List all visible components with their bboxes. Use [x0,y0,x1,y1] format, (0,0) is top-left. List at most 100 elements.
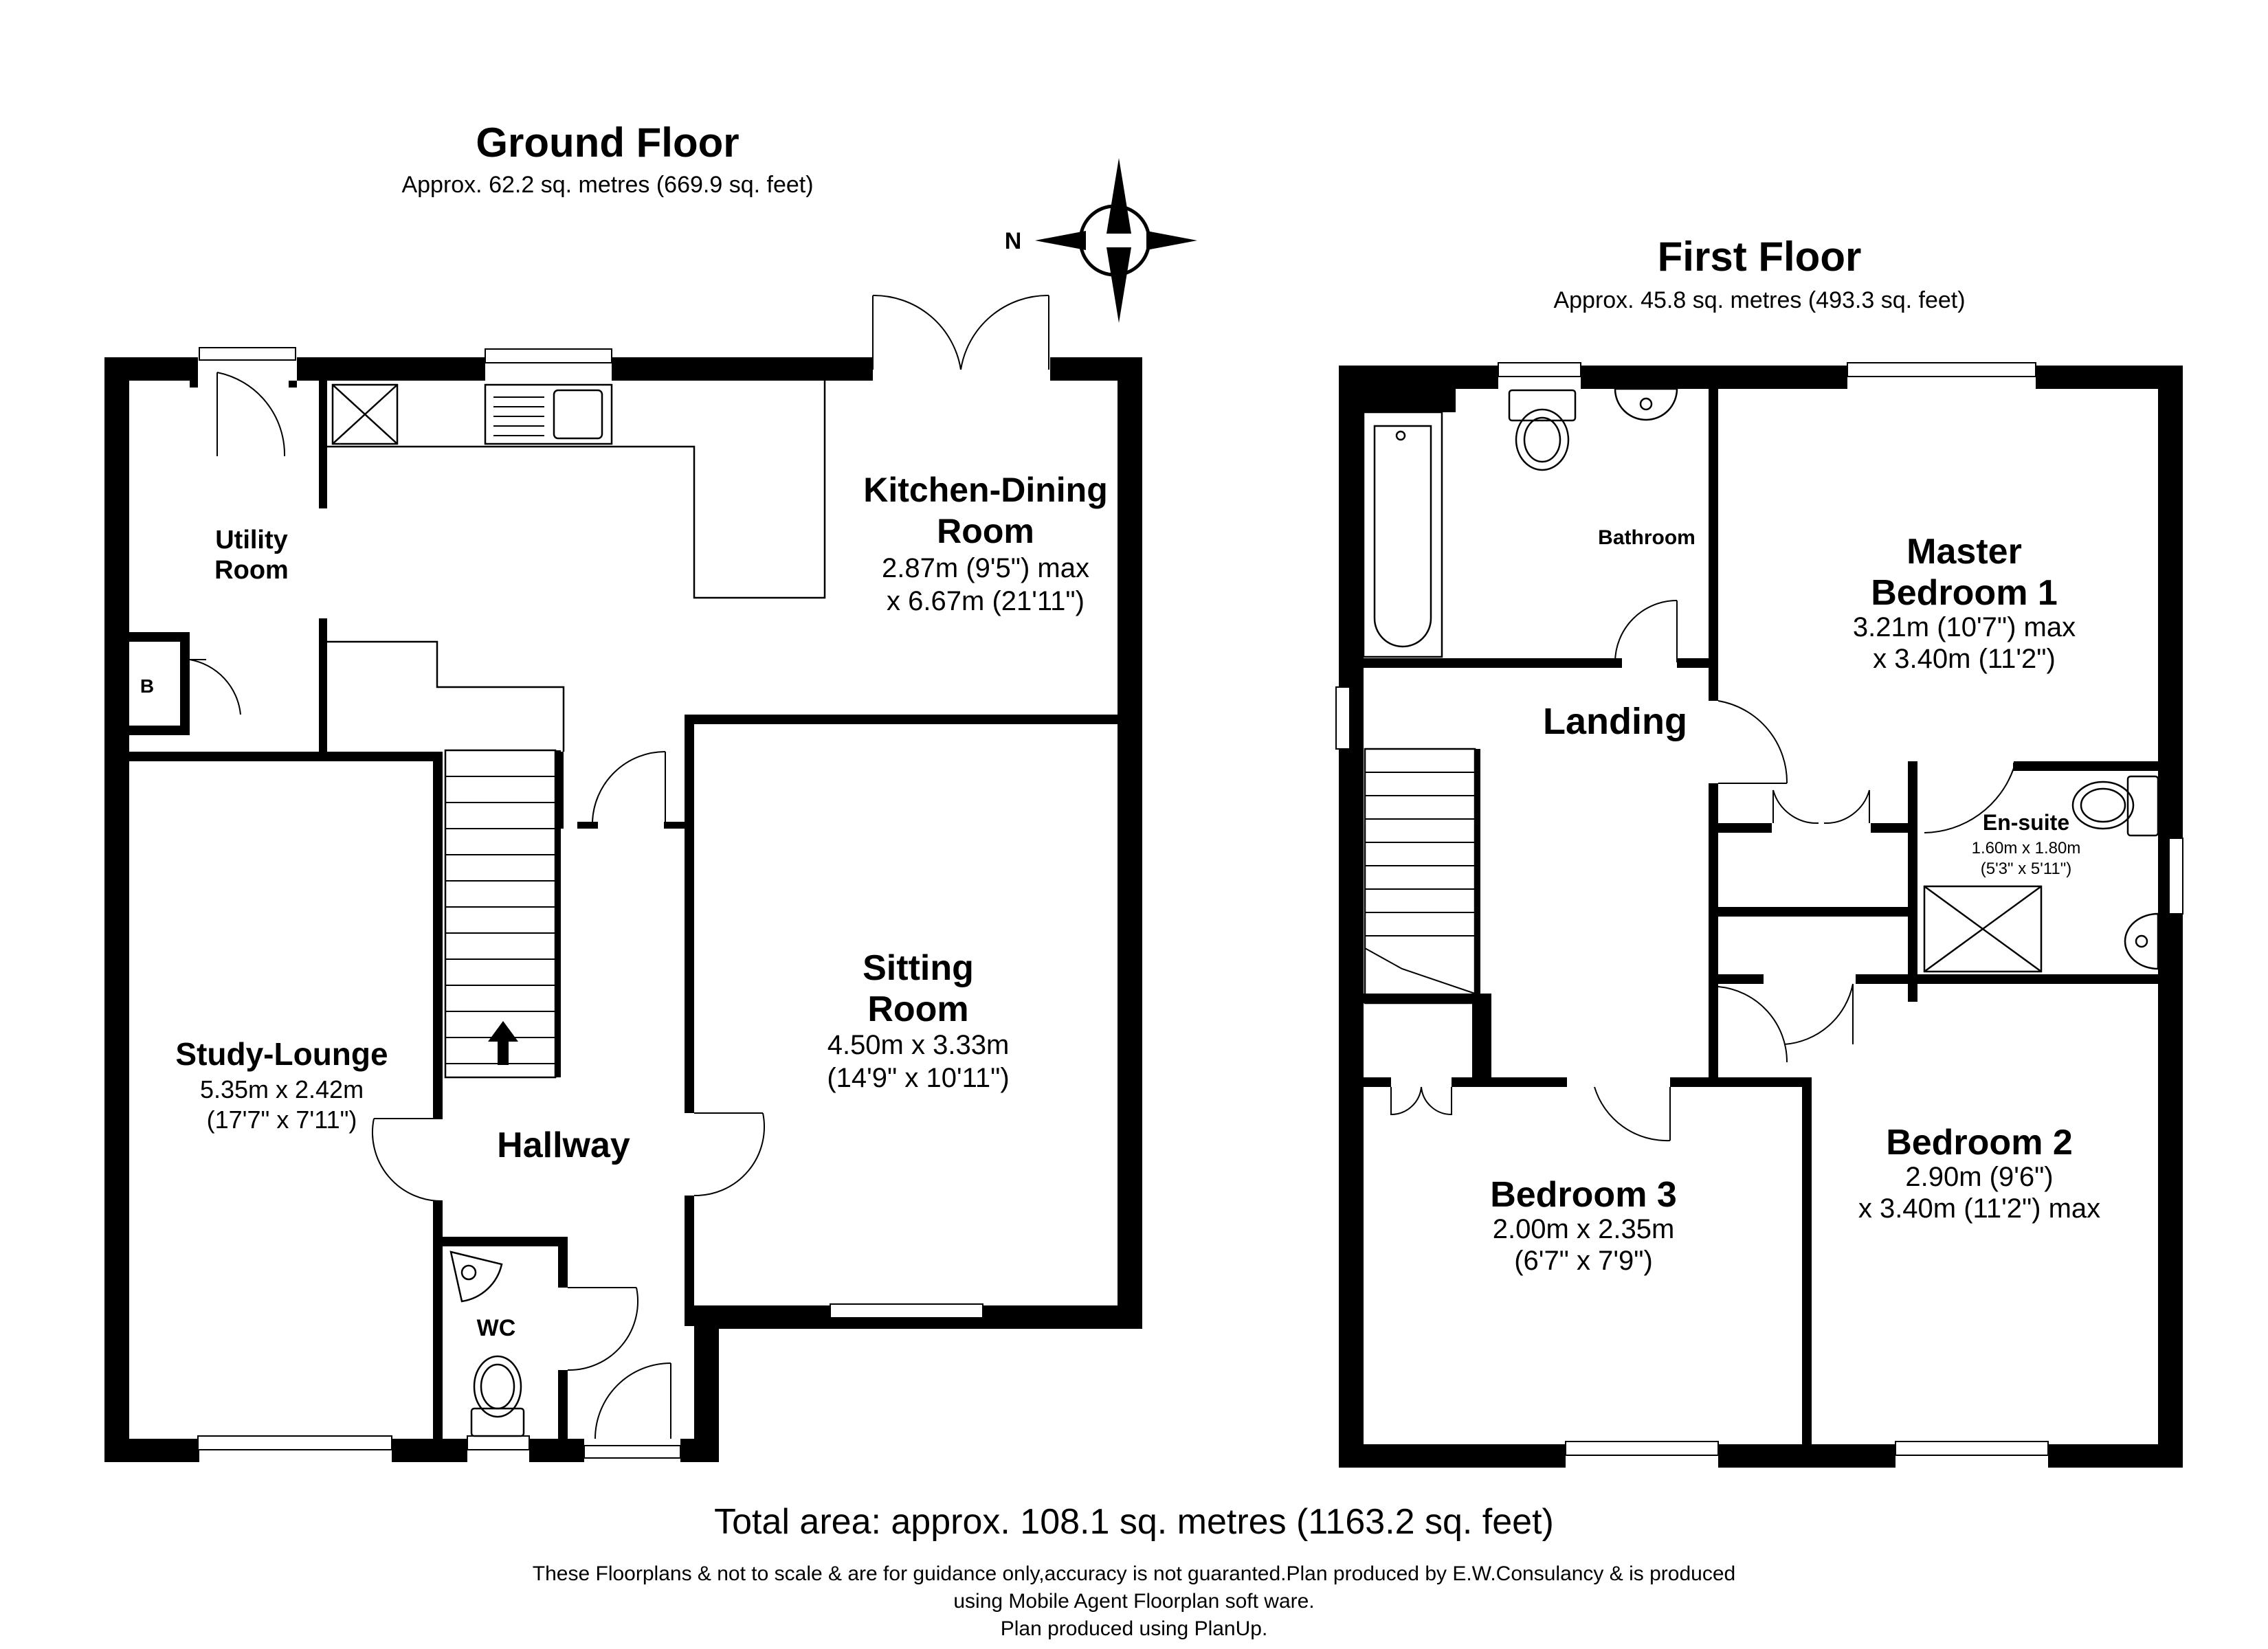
wall [104,357,129,1462]
bedroom2-door [1783,983,1854,1045]
landing-cupboard-door [1717,986,1788,1063]
hallway-door [592,751,666,822]
wall [685,715,1142,724]
first-floor-plan [1335,362,2183,1468]
ensuite-dim-1: 1.60m x 1.80m [1972,839,2081,857]
master-name-1: Master [1906,532,2022,572]
wall [1908,761,1917,1002]
ground-floor-plan [104,294,1142,1462]
wall [1364,1077,1391,1087]
wall [1452,1077,1482,1087]
window [485,348,612,363]
bedroom3-name: Bedroom 3 [1490,1175,1677,1215]
master-name-2: Bedroom 1 [1871,573,2058,613]
wall [1339,366,1364,1468]
disclaimer-line-2: using Mobile Agent Floorplan soft ware. [953,1590,1314,1613]
wall [180,632,190,735]
french-doors [872,294,1049,370]
wall [1581,366,1847,389]
wall [1364,994,1479,1003]
wall [2014,761,2183,771]
master-dim-1: 3.21m (10'7") max [1853,612,2076,642]
study-dim-2: (17'7" x 7'11") [207,1106,357,1134]
window [1498,362,1581,377]
hallway-name: Hallway [497,1125,630,1165]
wall [2048,1444,2183,1468]
bathroom-name: Bathroom [1598,526,1696,549]
window [1565,1441,1719,1456]
wall [129,726,190,735]
first-floor-area: Approx. 45.8 sq. metres (493.3 sq. feet) [1553,287,1965,313]
hob [332,384,398,445]
first-floor-staircase [1364,748,1480,1005]
wall [694,1305,719,1462]
boiler-door [189,659,241,715]
wall [612,357,873,381]
compass-rose [1035,158,1197,323]
counter-edge [327,640,565,752]
study-dim-1: 5.35m x 2.42m [200,1075,364,1103]
wall [433,1237,568,1246]
total-area: Total area: approx. 108.1 sq. metres (11… [714,1502,1554,1542]
utility-name-1: Utility [215,526,288,554]
study-door [372,1118,443,1202]
landing-name: Landing [1543,701,1687,742]
hob [331,383,399,445]
bathroom-toilet [1508,389,1577,471]
wall [129,632,190,642]
wall [1118,357,1142,1305]
sitting-name-1: Sitting [863,948,974,988]
disclaimer-line-1: These Floorplans & not to scale & are fo… [533,1562,1735,1585]
sink [553,389,603,440]
bedroom3-dim-2: (6'7" x 7'9") [1514,1246,1653,1276]
wall [685,715,694,1113]
wall [664,822,685,829]
bedroom2-dim-1: 2.90m (9'6") [1905,1162,2053,1192]
ensuite-door [1924,763,2014,833]
wc-name: WC [477,1315,516,1341]
cupboard-doors [1772,789,1870,824]
wall [319,618,327,752]
sitting-dim-1: 4.50m x 3.33m [827,1030,1010,1060]
window [197,1435,392,1450]
window [467,1435,530,1450]
stair-arrow-icon [488,1021,518,1065]
wall [1472,994,1491,1087]
wall [1709,974,1764,984]
wall [1339,366,1498,389]
kitchen-name-1: Kitchen-Dining [863,471,1108,509]
disclaimer-line-3: Plan produced using PlanUp. [1001,1617,1268,1640]
wall [1802,1077,1812,1468]
wc-toilet [470,1355,525,1437]
wall [104,1439,199,1462]
window [1895,1441,2049,1456]
bathroom-basin [1614,388,1678,421]
window [1847,362,2036,377]
wall [433,752,443,1119]
wc-basin [449,1250,503,1303]
wall [2158,366,2183,1468]
ensuite-name: En-suite [1983,810,2069,835]
bedroom2-name: Bedroom 2 [1886,1123,2073,1163]
wall [558,1370,568,1462]
first-floor-title: First Floor [1658,234,1862,280]
ensuite-basin [2124,912,2159,970]
wall [297,357,485,381]
compass-label: N [1005,228,1022,254]
wall [2036,366,2181,389]
wall [1709,389,1718,701]
wall [577,822,598,829]
wall [1339,1444,1566,1468]
wall [190,381,198,388]
bath [1362,411,1443,658]
wall [319,381,327,508]
wall [289,381,297,388]
wall [1670,1077,1812,1087]
boiler-label: B [140,675,154,697]
ensuite-toilet [2071,775,2159,837]
kitchen-name-2: Room [937,512,1034,550]
wc-door [567,1287,638,1371]
sink [484,383,613,445]
kitchen-counter [327,381,826,599]
